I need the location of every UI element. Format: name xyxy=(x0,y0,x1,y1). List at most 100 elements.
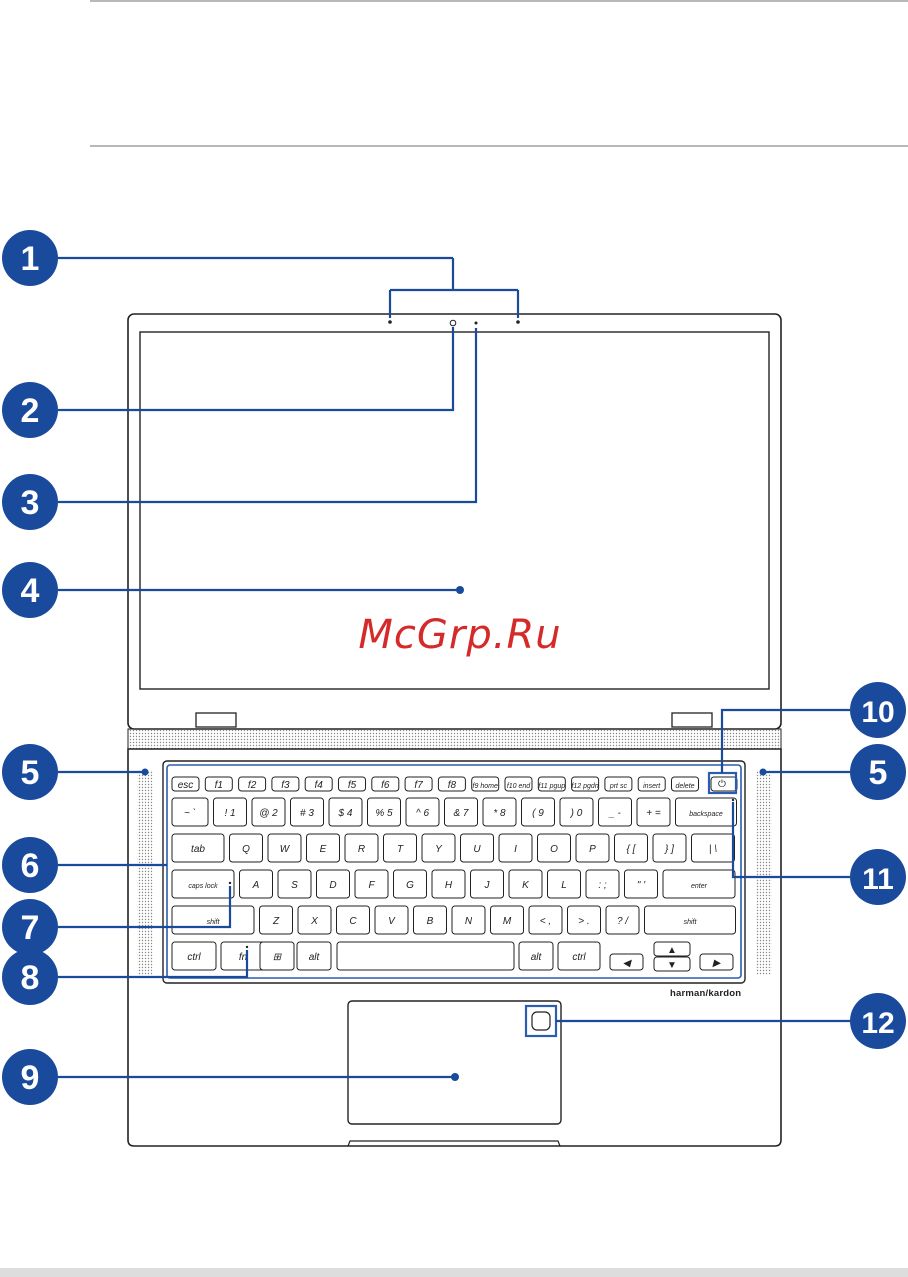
callout-number: 1 xyxy=(21,240,40,278)
hinge-right xyxy=(671,712,713,728)
key-cap xyxy=(652,833,687,863)
key-windows: ⊞ xyxy=(259,941,295,971)
hinge-bar xyxy=(127,728,782,750)
key-r906-11: shift xyxy=(644,905,736,935)
callout-number: 6 xyxy=(21,847,40,885)
key-3: f3 xyxy=(271,776,300,792)
callout-display-panel: 4 xyxy=(2,562,58,618)
key-r834-3: E xyxy=(306,833,340,863)
key-12: f12 pgdn xyxy=(571,776,600,792)
key-cap xyxy=(460,833,494,863)
key-cap xyxy=(404,776,433,792)
key-cap xyxy=(290,797,324,827)
callout-dot-touchpad xyxy=(451,1073,459,1081)
key-cap xyxy=(471,776,500,792)
callout-leader-function-key-indicator xyxy=(58,950,249,979)
key-2: f2 xyxy=(238,776,267,792)
key-label: f7 xyxy=(414,780,423,791)
key-ctrl-left: ctrl xyxy=(171,941,217,971)
callout-leader-caps-lock-indicator xyxy=(58,886,232,929)
key-r834-10: P xyxy=(575,833,610,863)
key-label: alt xyxy=(531,952,543,963)
key-label: P xyxy=(589,844,596,855)
key-ctrl-right: ctrl xyxy=(557,941,601,971)
key-cap xyxy=(171,797,209,827)
callout-dot-speaker-right xyxy=(759,768,767,776)
key-label: f8 xyxy=(448,780,457,791)
caps-lock-indicator xyxy=(228,881,232,885)
key-label: I xyxy=(514,844,517,855)
callout-camera: 2 xyxy=(2,382,58,438)
key-label: G xyxy=(406,880,414,891)
callout-leader-camera-indicator xyxy=(58,328,478,504)
hinge-left xyxy=(195,712,237,728)
key-label: f12 pgdn xyxy=(571,783,598,790)
key-cap xyxy=(521,797,555,827)
key-cap xyxy=(653,956,691,972)
key-label: ▶ xyxy=(712,958,722,969)
key-r798-1: ! 1 xyxy=(213,797,247,827)
key-label: | \ xyxy=(709,844,717,855)
key-cap xyxy=(421,833,456,863)
key-r906-7: M xyxy=(490,905,524,935)
power-indicator xyxy=(731,798,735,802)
callout-badge xyxy=(2,562,58,618)
callout-power-indicator: 11 xyxy=(850,849,906,905)
key-label: > . xyxy=(578,916,589,927)
key-14: insert xyxy=(637,776,666,792)
fingerprint-sensor xyxy=(531,1011,551,1031)
key-r798-6: ^ 6 xyxy=(405,797,440,827)
key-r798-8: * 8 xyxy=(482,797,517,827)
key-cap xyxy=(537,833,571,863)
callout-badge xyxy=(2,1049,58,1105)
key-label: Y xyxy=(435,844,443,855)
key-label: V xyxy=(388,916,396,927)
key-cap xyxy=(636,797,671,827)
key-cap xyxy=(251,797,286,827)
key-label: shift xyxy=(207,919,221,926)
key-label: ) 0 xyxy=(570,808,583,819)
callout-number: 5 xyxy=(869,754,888,792)
key-r870-10: : ; xyxy=(585,869,620,899)
key-r834-6: Y xyxy=(421,833,456,863)
key-cap xyxy=(171,941,217,971)
key-cap xyxy=(567,905,601,935)
key-alt-left: alt xyxy=(296,941,332,971)
key-label: ? / xyxy=(617,916,629,927)
callout-badge xyxy=(2,230,58,286)
key-label: D xyxy=(329,880,336,891)
key-cap xyxy=(504,776,533,792)
key-cap xyxy=(213,797,247,827)
key-label: f4 xyxy=(315,780,324,791)
display-panel xyxy=(139,331,770,690)
key-5: f5 xyxy=(338,776,366,792)
key-cap xyxy=(316,869,350,899)
callout-number: 3 xyxy=(21,484,40,522)
key-label: Q xyxy=(242,844,250,855)
key-cap xyxy=(405,797,440,827)
key-label: ! 1 xyxy=(224,808,235,819)
key-label: K xyxy=(522,880,530,891)
key-r798-5: % 5 xyxy=(367,797,401,827)
key-r870-6: H xyxy=(431,869,466,899)
key-label: ctrl xyxy=(187,952,201,963)
key-0: esc xyxy=(171,776,200,792)
key-label: ( 9 xyxy=(532,808,544,819)
key-label: _ - xyxy=(608,808,621,819)
key-r870-9: L xyxy=(547,869,581,899)
key-label: " ' xyxy=(637,880,646,891)
key-label: Z xyxy=(272,916,280,927)
key-cap xyxy=(557,941,601,971)
key-cap xyxy=(559,797,594,827)
key-cap xyxy=(537,776,566,792)
callout-microphones: 1 xyxy=(2,230,58,286)
key-arrow-up: ▲ xyxy=(653,941,691,957)
key-cap xyxy=(336,905,370,935)
key-label: f2 xyxy=(248,780,257,791)
key-6: f6 xyxy=(371,776,400,792)
key-cap xyxy=(259,905,293,935)
key-cap xyxy=(171,776,200,792)
key-label: T xyxy=(397,844,404,855)
callout-keyboard: 6 xyxy=(2,837,58,893)
